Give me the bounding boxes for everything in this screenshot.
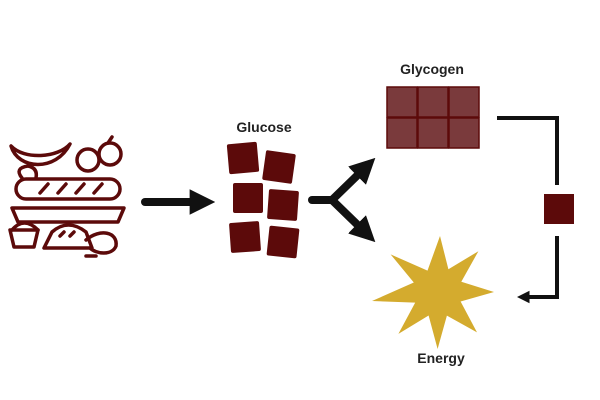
- arrow-back-to-energy: [516, 236, 559, 304]
- line-glycogen-down: [497, 116, 559, 185]
- glycogen-label: Glycogen: [400, 61, 464, 77]
- food-basket-icon: [8, 135, 126, 258]
- glucose-unit-square: [544, 194, 574, 224]
- glucose-label: Glucose: [236, 119, 292, 135]
- arrow-glucose-branch: [308, 157, 376, 243]
- energy-label: Energy: [417, 350, 465, 366]
- energy-burst-icon: [372, 236, 494, 349]
- glycogen-block-icon: [386, 86, 480, 149]
- arrow-to-energy: [328, 196, 376, 243]
- glucose-cubes-icon: [226, 141, 300, 259]
- arrow-to-glycogen: [328, 157, 376, 204]
